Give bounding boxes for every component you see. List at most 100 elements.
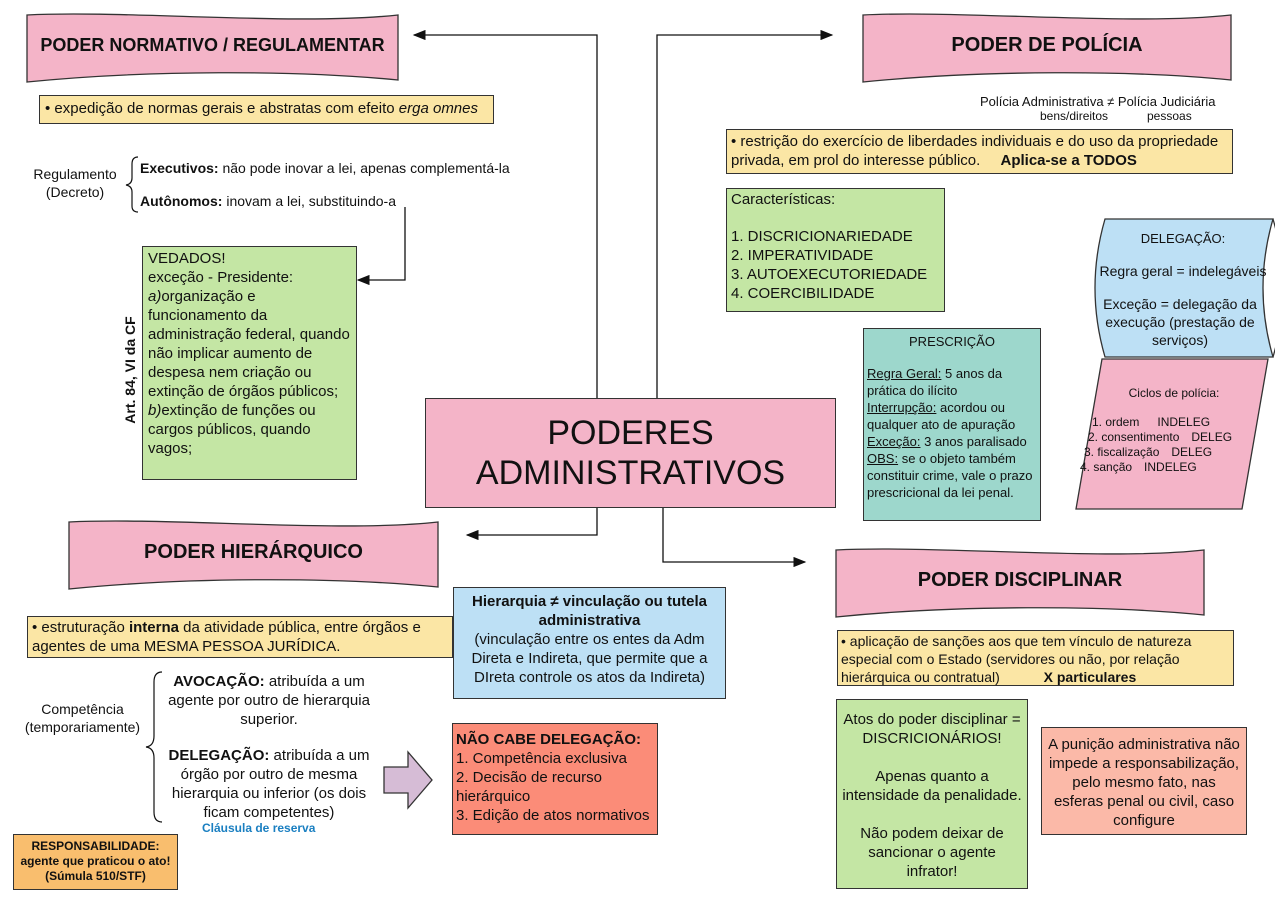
regra-geral-label: Regra Geral: [867, 366, 942, 381]
responsabilidade-line1: RESPONSABILIDADE: [31, 839, 160, 853]
delegacao-label: DELEGAÇÃO: [168, 747, 270, 764]
disciplinar-bullet: • aplicação de sanções aos que tem víncu… [837, 630, 1234, 686]
banner-disciplinar-title: PODER DISCIPLINAR [917, 568, 1123, 591]
interrupcao-text: acordou ou qualquer ato de apuração [867, 400, 1016, 432]
executivos-label: Executivos: [140, 160, 219, 176]
vedados-item-a: a)organização e funcionamento da adminis… [148, 287, 351, 401]
banner-policia-title: PODER DE POLÍCIA [951, 33, 1143, 56]
item-a-text: organização e funcionamento da administr… [148, 288, 350, 400]
prescricao-box: PRESCRIÇÃO Regra Geral: 5 anos da prátic… [863, 328, 1041, 521]
delegacao-text: atribuída a um órgão por outro de mesma … [171, 747, 370, 821]
delegacao-cylinder: DELEGAÇÃO: Regra geral = indelegáveis Ex… [1083, 218, 1275, 358]
avocacao-text: atribuída a um agente por outro de hiera… [168, 673, 370, 728]
caracteristica-item: 1. DISCRICIONARIEDADE [731, 228, 913, 245]
hierarquia-bold: Hierarquia ≠ vinculação ou tutela admini… [472, 593, 707, 629]
ciclo-status: DELEG [1191, 430, 1233, 444]
atos-p3: Não podem deixar de sancionar o agente i… [860, 825, 1004, 880]
prescricao-obs: OBS: se o objeto também constituir crime… [867, 450, 1037, 501]
vedados-box: VEDADOS! exceção - Presidente: a)organiz… [142, 246, 357, 480]
policia-bullet-bold: Aplica-se a TODOS [1000, 152, 1137, 169]
competencia-line1: Competência [41, 701, 124, 717]
policia-sub-right: pessoas [1147, 109, 1192, 123]
autonomos-label: Autônomos: [140, 193, 223, 209]
caracteristica-item: 2. IMPERATIVIDADE [731, 247, 874, 264]
hierarquico-bullet-pre: • estruturação [32, 619, 129, 636]
banner-normativo: PODER NORMATIVO / REGULAMENTAR [26, 12, 399, 84]
delegacao-excecao: Exceção = delegação da execução (prestaç… [1103, 296, 1257, 348]
art-84-label: Art. 84, VI da CF [122, 316, 138, 424]
nao-cabe-title: NÃO CABE DELEGAÇÃO: [456, 731, 642, 748]
prescricao-interrupcao: Interrupção: acordou ou qualquer ato de … [867, 399, 1037, 433]
nao-cabe-box: NÃO CABE DELEGAÇÃO: 1. Competência exclu… [452, 723, 658, 835]
connector-disciplinar [662, 507, 807, 568]
autonomos-text: inovam a lei, substituindo-a [222, 193, 396, 209]
autonomos-row: Autônomos: inovam a lei, substituindo-a [140, 192, 396, 210]
banner-policia: PODER DE POLÍCIA [862, 12, 1232, 84]
obs-label: OBS: [867, 451, 899, 466]
hierarquia-box: Hierarquia ≠ vinculação ou tutela admini… [453, 587, 726, 699]
ciclo-status: DELEG [1171, 445, 1213, 459]
ciclo-row: 2. consentimento DELEG [1088, 430, 1232, 445]
center-title-box: PODERES ADMINISTRATIVOS [425, 398, 836, 508]
regulamento-label-line2: (Decreto) [45, 184, 105, 200]
obs-text: se o objeto também constituir crime, val… [867, 451, 1033, 500]
block-arrow [383, 750, 433, 810]
normativo-bullet-text: • expedição de normas gerais e abstratas… [45, 100, 399, 117]
policia-bullet-text: • restrição do exercício de liberdades i… [731, 133, 1219, 169]
avocacao-text-block: AVOCAÇÃO: atribuída a um agente por outr… [160, 672, 378, 729]
connector-hierarquico [465, 507, 598, 541]
responsabilidade-line3: (Súmula 510/STF) [45, 869, 146, 883]
brace-competencia [145, 671, 163, 823]
hierarquia-text: (vinculação entre os entes da Adm Direta… [471, 631, 708, 686]
prescricao-title: PRESCRIÇÃO [909, 334, 995, 349]
policia-sub-left: bens/direitos [1040, 109, 1109, 123]
ciclo-label: 3. fiscalização [1084, 445, 1160, 459]
banner-hierarquico: PODER HIERÁRQUICO [68, 519, 439, 591]
excecao-label: Exceção: [867, 434, 921, 449]
nao-cabe-item: 3. Edição de atos normativos [456, 807, 650, 824]
executivos-text: não pode inovar a lei, apenas complement… [218, 160, 510, 176]
responsabilidade-box: RESPONSABILIDADE: agente que praticou o … [13, 834, 178, 890]
vedados-line1: VEDADOS! [148, 250, 226, 267]
prescricao-regra: Regra Geral: 5 anos da prática do ilícit… [867, 365, 1037, 399]
caracteristica-item: 4. COERCIBILIDADE [731, 285, 875, 302]
policia-comparison: Polícia Administrativa ≠ Polícia Judiciá… [980, 94, 1216, 109]
caracteristicas-title: Características: [731, 191, 836, 208]
nao-cabe-item: 1. Competência exclusiva [456, 750, 627, 767]
banner-normativo-title: PODER NORMATIVO / REGULAMENTAR [40, 34, 385, 55]
responsabilidade-line2: agente que praticou o ato! [20, 854, 171, 868]
item-b-marker: b) [148, 402, 162, 419]
interrupcao-label: Interrupção: [867, 400, 937, 415]
delegacao-title: DELEGAÇÃO: [1140, 231, 1226, 246]
hierarquico-bullet: • estruturação interna da atividade públ… [27, 616, 453, 658]
vedados-line2: exceção - Presidente: [148, 269, 294, 286]
ciclo-label: 1. ordem [1092, 415, 1140, 429]
banner-disciplinar: PODER DISCIPLINAR [835, 547, 1205, 619]
clausula-reserva: Cláusula de reserva [202, 821, 316, 835]
executivos-row: Executivos: não pode inovar a lei, apena… [140, 159, 510, 177]
brace-regulamento [125, 156, 139, 213]
item-b-text: extinção de funções ou cargos públicos, … [148, 402, 316, 457]
banner-hierarquico-title: PODER HIERÁRQUICO [144, 540, 363, 563]
nao-cabe-item: 2. Decisão de recurso hierárquico [456, 769, 602, 805]
connector-autonomos-vedados [356, 207, 406, 286]
disciplinar-bullet-bold: X particulares [1043, 669, 1137, 685]
regra-geral-text: 5 anos da prática do ilícito [867, 366, 1003, 398]
atos-p1: Atos do poder disciplinar = DISCRICIONÁR… [843, 711, 1021, 747]
ciclo-row: 3. fiscalização DELEG [1084, 445, 1212, 460]
regulamento-label: Regulamento (Decreto) [20, 165, 130, 201]
item-a-marker: a) [148, 288, 162, 305]
vedados-item-b: b)extinção de funções ou cargos públicos… [148, 401, 351, 458]
disciplinar-bullet-text: • aplicação de sanções aos que tem víncu… [841, 633, 1192, 685]
policia-bullet: • restrição do exercício de liberdades i… [726, 129, 1233, 174]
atos-p2: Apenas quanto a intensidade da penalidad… [842, 768, 1022, 804]
ciclo-label: 2. consentimento [1088, 430, 1180, 444]
center-title-line2: ADMINISTRATIVOS [475, 454, 786, 492]
delegacao-regra: Regra geral = indelegáveis [1099, 263, 1267, 279]
ciclos-title: Ciclos de polícia: [1128, 386, 1220, 400]
normativo-bullet: • expedição de normas gerais e abstratas… [39, 95, 494, 124]
